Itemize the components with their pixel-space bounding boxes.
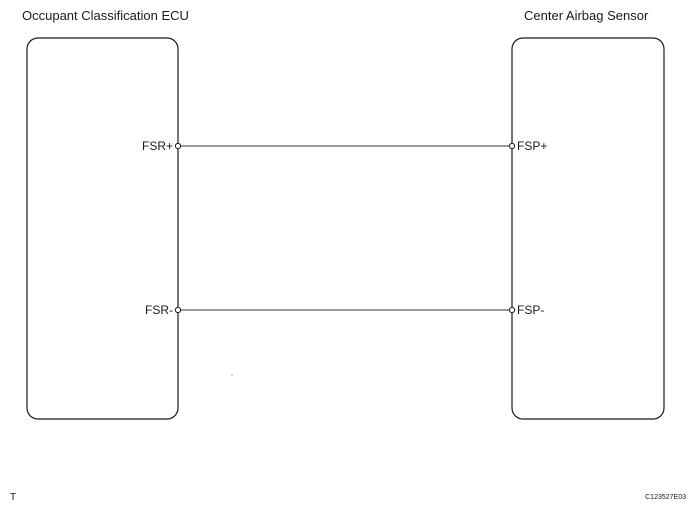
footer-mark: T: [10, 492, 16, 503]
center-airbag-sensor-title: Center Airbag Sensor: [524, 8, 649, 23]
fsp-minus-label: FSP-: [517, 303, 544, 317]
fsr-plus-label: FSR+: [142, 139, 173, 153]
fsr-minus-label: FSR-: [145, 303, 173, 317]
fsp-plus-label: FSP+: [517, 139, 547, 153]
fsr-plus-terminal: [174, 142, 182, 150]
occupant-classification-ecu-box: [26, 37, 179, 420]
stray-dot: [231, 374, 233, 376]
fsp-plus-terminal: [508, 142, 516, 150]
fsr-minus-terminal: [174, 306, 182, 314]
figure-code: C123527E03: [645, 494, 686, 501]
fsp-minus-terminal: [508, 306, 516, 314]
center-airbag-sensor-box: [511, 37, 665, 420]
occupant-classification-ecu-title: Occupant Classification ECU: [22, 8, 189, 23]
